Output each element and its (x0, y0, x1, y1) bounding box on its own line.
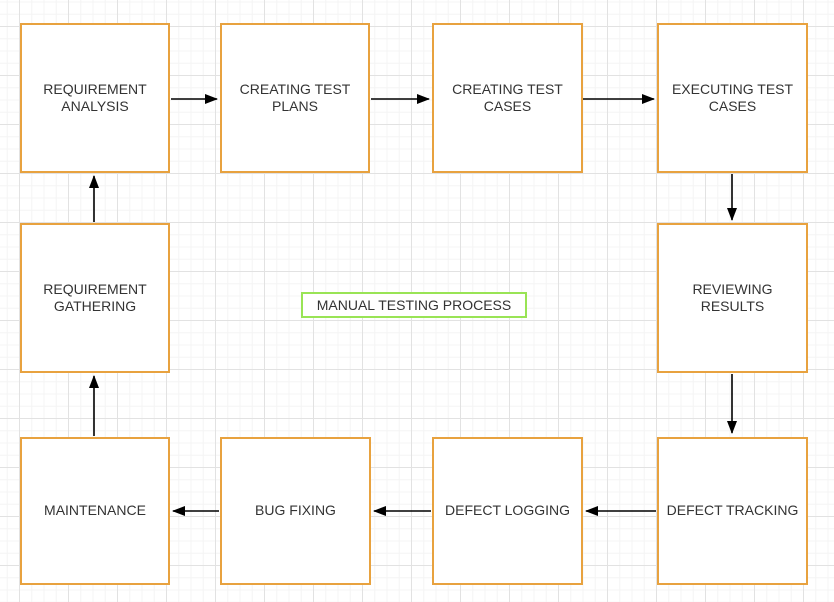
node-label: CREATING TEST CASES (452, 80, 563, 114)
node-label: DEFECT TRACKING (666, 502, 799, 519)
node-label: MAINTENANCE (44, 502, 146, 519)
diagram-title-label: MANUAL TESTING PROCESS (316, 297, 512, 313)
node-label: REQUIREMENT ANALYSIS (43, 80, 147, 114)
node-defect-tracking[interactable]: DEFECT TRACKING (657, 437, 808, 585)
node-label: EXECUTING TEST CASES (671, 80, 794, 114)
node-defect-logging[interactable]: DEFECT LOGGING (432, 437, 583, 585)
node-creating-test-plans[interactable]: CREATING TEST PLANS (220, 23, 370, 173)
node-reviewing-results[interactable]: REVIEWING RESULTS (657, 223, 808, 373)
node-label: DEFECT LOGGING (445, 502, 570, 519)
node-label: CREATING TEST PLANS (239, 80, 351, 114)
node-bug-fixing[interactable]: BUG FIXING (220, 437, 371, 585)
node-label: REVIEWING RESULTS (692, 280, 773, 314)
node-executing-test-cases[interactable]: EXECUTING TEST CASES (657, 23, 808, 173)
node-creating-test-cases[interactable]: CREATING TEST CASES (432, 23, 583, 173)
node-label: BUG FIXING (255, 502, 336, 519)
diagram-title[interactable]: MANUAL TESTING PROCESS (301, 292, 527, 318)
node-maintenance[interactable]: MAINTENANCE (20, 437, 170, 585)
node-requirement-analysis[interactable]: REQUIREMENT ANALYSIS (20, 23, 170, 173)
node-requirement-gathering[interactable]: REQUIREMENT GATHERING (20, 223, 170, 373)
node-label: REQUIREMENT GATHERING (43, 280, 147, 314)
